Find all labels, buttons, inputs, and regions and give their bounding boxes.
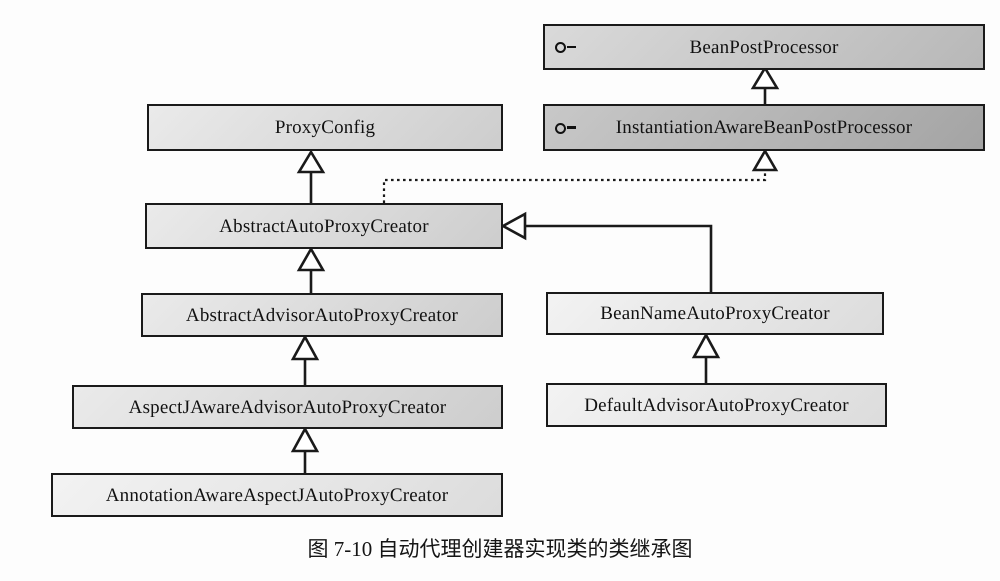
figure-caption: 图 7-10 自动代理创建器实现类的类继承图 — [307, 537, 693, 561]
edge-aspectjaware-extends-abstractadvisor — [290, 334, 320, 385]
node-label-abstract-auto-proxy-creator: AbstractAutoProxyCreator — [219, 215, 429, 237]
node-label-aspectj-aware-advisor-auto-proxy-creator: AspectJAwareAdvisorAutoProxyCreator — [128, 396, 447, 418]
edge-abstractautoproxycreator-extends-proxyconfig — [296, 149, 326, 203]
node-label-default-advisor-auto-proxy-creator: DefaultAdvisorAutoProxyCreator — [584, 394, 849, 416]
node-bean-name-auto-proxy-creator[interactable]: BeanNameAutoProxyCreator — [546, 292, 884, 335]
node-proxy-config[interactable]: ProxyConfig — [147, 104, 503, 151]
edge-beanname-extends-abstractautoproxycreator — [500, 211, 713, 292]
node-label-instantiation-aware-bean-post-processor: InstantiationAwareBeanPostProcessor — [615, 117, 913, 138]
node-default-advisor-auto-proxy-creator[interactable]: DefaultAdvisorAutoProxyCreator — [546, 383, 887, 427]
node-label-abstract-advisor-auto-proxy-creator: AbstractAdvisorAutoProxyCreator — [185, 304, 459, 326]
edge-abstractautoproxycreator-implements-instantiationaware — [382, 148, 779, 203]
node-bean-post-processor[interactable]: BeanPostProcessor — [543, 24, 985, 70]
edge-instantiation-extends-beanpostprocessor — [750, 65, 780, 104]
interface-lollipop-icon — [555, 122, 577, 134]
edge-defaultadvisor-extends-beanname — [691, 332, 721, 383]
interface-lollipop-icon — [555, 41, 577, 53]
node-label-annotation-aware-aspectj-auto-proxy-creator: AnnotationAwareAspectJAutoProxyCreator — [105, 484, 449, 506]
node-aspectj-aware-advisor-auto-proxy-creator[interactable]: AspectJAwareAdvisorAutoProxyCreator — [72, 385, 503, 429]
node-annotation-aware-aspectj-auto-proxy-creator[interactable]: AnnotationAwareAspectJAutoProxyCreator — [51, 473, 503, 517]
node-abstract-auto-proxy-creator[interactable]: AbstractAutoProxyCreator — [145, 203, 503, 249]
node-abstract-advisor-auto-proxy-creator[interactable]: AbstractAdvisorAutoProxyCreator — [141, 293, 503, 337]
edge-annotationaware-extends-aspectjaware — [290, 426, 320, 473]
node-label-proxy-config: ProxyConfig — [274, 117, 376, 138]
node-instantiation-aware-bean-post-processor[interactable]: InstantiationAwareBeanPostProcessor — [543, 104, 985, 151]
node-label-bean-name-auto-proxy-creator: BeanNameAutoProxyCreator — [600, 303, 830, 324]
edge-abstractadvisor-extends-abstractautoproxycreator — [296, 246, 326, 293]
node-label-bean-post-processor: BeanPostProcessor — [689, 36, 839, 58]
